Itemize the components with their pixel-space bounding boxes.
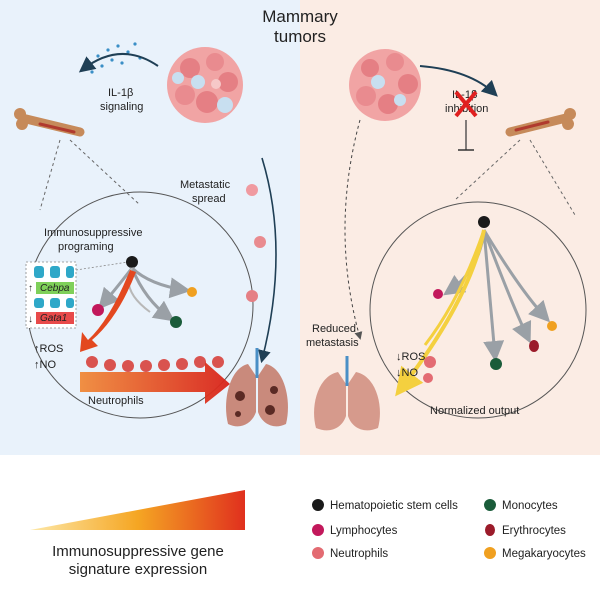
legend-monocyte-label: Monocytes — [502, 500, 558, 512]
megakaryocyte-icon — [484, 547, 496, 559]
inhibition-label-line2: inhibition — [445, 103, 488, 115]
right-neutrophil-cell-2 — [423, 373, 433, 383]
neutrophil-icon — [312, 547, 324, 559]
left-tumor-icon — [167, 47, 243, 123]
left-ros-label: ↑ROS — [34, 343, 63, 355]
left-lungs-icon — [226, 348, 288, 427]
right-no-label: ↓NO — [396, 367, 418, 379]
cebpa-badge — [36, 282, 74, 294]
right-erythrocyte-cell — [529, 340, 539, 352]
tumor-cell-3 — [246, 290, 258, 302]
legend-lymphocyte-label: Lymphocytes — [330, 525, 398, 537]
gata1-badge — [36, 312, 74, 324]
program-label-line1: Immunosuppressive — [44, 227, 142, 239]
right-arrow-monocyte — [482, 229, 505, 362]
erythrocyte-icon — [485, 524, 495, 536]
right-arrow-megakaryocyte — [482, 229, 551, 323]
left-monocyte-cell — [170, 316, 182, 328]
expression-gradient-wedge — [30, 490, 245, 530]
right-zoom-line-1 — [454, 139, 521, 201]
hsc-icon — [312, 499, 324, 511]
metastatic-label-line2: spread — [192, 193, 226, 205]
neutrophils-label: Neutrophils — [88, 395, 144, 407]
right-megakaryocyte-cell — [547, 321, 557, 331]
reduced-label-line1: Reduced — [312, 323, 356, 335]
right-neutrophil-arrow — [395, 229, 486, 397]
inhibition-bar-icon — [458, 120, 474, 151]
il1b-signaling-arrow — [78, 53, 159, 73]
program-label-line2: programing — [58, 241, 114, 253]
right-tumor-icon — [349, 49, 421, 121]
left-arrow-lymphocyte — [98, 267, 134, 310]
right-ros-label: ↓ROS — [396, 351, 425, 363]
monocyte-icon — [484, 499, 496, 511]
left-megakaryocyte-cell — [187, 287, 197, 297]
gene-up-arrow: ↑ — [28, 283, 33, 294]
reduced-metastasis-arrow — [344, 119, 363, 340]
gata1-label: Gata1 — [40, 313, 67, 324]
left-zoom-line-1 — [39, 139, 61, 211]
metastatic-spread-arrow — [258, 157, 277, 364]
signaling-label-line2: signaling — [100, 101, 143, 113]
right-arrow-erythrocyte — [482, 229, 532, 344]
right-bone-icon — [505, 108, 576, 137]
left-neutrophil-bias-arrow — [80, 270, 136, 352]
right-neutrophil-arrow-2 — [423, 229, 486, 346]
metastatic-label-line1: Metastatic — [180, 179, 231, 191]
dna-icon — [34, 266, 74, 308]
neutrophil-migration-arrow — [80, 362, 230, 404]
right-lungs-icon — [314, 356, 380, 431]
right-monocyte-cell — [490, 358, 502, 370]
neutrophil-row — [86, 356, 224, 372]
title-line2: tumors — [274, 27, 326, 46]
legend-neutrophil-label: Neutrophils — [330, 548, 388, 560]
right-lymphocyte-cell — [433, 289, 443, 299]
gradient-label-line2: signature expression — [69, 561, 207, 578]
reduced-label-line2: metastasis — [306, 337, 359, 349]
tumor-cell-1 — [246, 184, 258, 196]
cebpa-label: Cebpa — [40, 283, 70, 294]
legend-megakaryocyte-label: Megakaryocytes — [502, 548, 586, 560]
tumor-cell-2 — [254, 236, 266, 248]
inhibition-x-icon — [454, 90, 478, 118]
lymphocyte-icon — [312, 524, 324, 536]
gradient-label-line1: Immunosuppressive gene — [52, 543, 224, 560]
title-line1: Mammary — [262, 7, 338, 26]
right-panel-background — [300, 0, 600, 455]
legend-hsc-label: Hematopoietic stem cells — [330, 500, 458, 512]
right-bone-marrow-circle — [369, 201, 587, 419]
legend-erythrocyte-label: Erythrocytes — [502, 525, 566, 537]
right-signaling-arrow — [419, 65, 498, 97]
left-no-label: ↑NO — [34, 359, 56, 371]
left-hsc-cell — [126, 256, 138, 268]
signaling-label-line1: IL-1β — [108, 87, 133, 99]
left-lymphocyte-cell — [92, 304, 104, 316]
left-zoom-line-2 — [69, 139, 141, 206]
left-arrow-megakaryocyte — [130, 266, 191, 299]
left-bone-icon — [14, 108, 85, 137]
normalized-output-label: Normalized output — [430, 405, 519, 417]
right-neutrophil-cell-1 — [424, 356, 436, 368]
gene-down-arrow: ↓ — [28, 314, 33, 325]
right-hsc-cell — [478, 216, 490, 228]
right-zoom-line-2 — [529, 139, 576, 216]
gene-link-line — [75, 261, 129, 271]
